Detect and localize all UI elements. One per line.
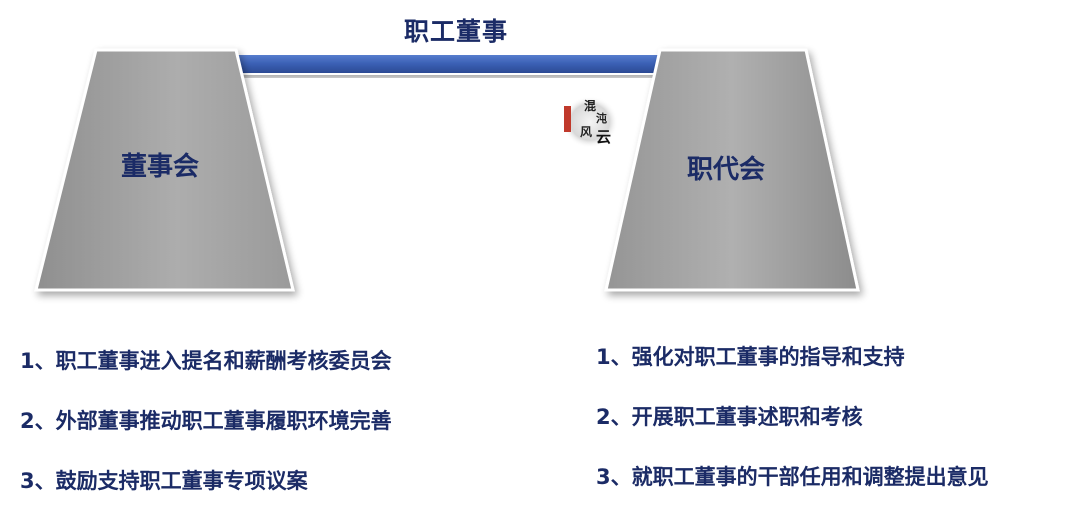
diagram-title: 职工董事 xyxy=(403,17,508,46)
bridge-diagram: 职工董事 董事会 职代会 混 沌 风 云 1、职工董事进入提名和薪酬考核委员会 … xyxy=(20,17,989,493)
right-pillar-list: 1、强化对职工董事的指导和支持 2、开展职工董事述职和考核 3、就职工董事的干部… xyxy=(590,342,989,522)
list-item: 2、外部董事推动职工董事履职环境完善 xyxy=(20,409,392,433)
svg-text:沌: 沌 xyxy=(596,111,607,125)
svg-text:风: 风 xyxy=(580,125,592,139)
right-pillar-label: 职代会 xyxy=(687,155,766,185)
svg-text:混: 混 xyxy=(584,98,596,113)
right-pillar-shape xyxy=(604,48,860,292)
list-item: 1、强化对职工董事的指导和支持 xyxy=(596,345,905,369)
list-item: 2、开展职工董事述职和考核 xyxy=(596,405,863,429)
left-pillar-shape xyxy=(34,48,295,292)
left-pillar-list: 1、职工董事进入提名和薪酬考核委员会 2、外部董事推动职工董事履职环境完善 3、… xyxy=(0,346,392,526)
seal-stamp xyxy=(564,106,571,132)
svg-text:云: 云 xyxy=(596,128,611,146)
bridge-graphic xyxy=(34,48,860,292)
bridge-beam xyxy=(230,53,668,75)
watermark-seal: 混 沌 风 云 xyxy=(562,96,618,148)
list-item: 3、就职工董事的干部任用和调整提出意见 xyxy=(596,465,989,489)
left-pillar-label: 董事会 xyxy=(121,152,200,182)
list-item: 3、鼓励支持职工董事专项议案 xyxy=(20,469,308,493)
list-item: 1、职工董事进入提名和薪酬考核委员会 xyxy=(20,349,392,373)
